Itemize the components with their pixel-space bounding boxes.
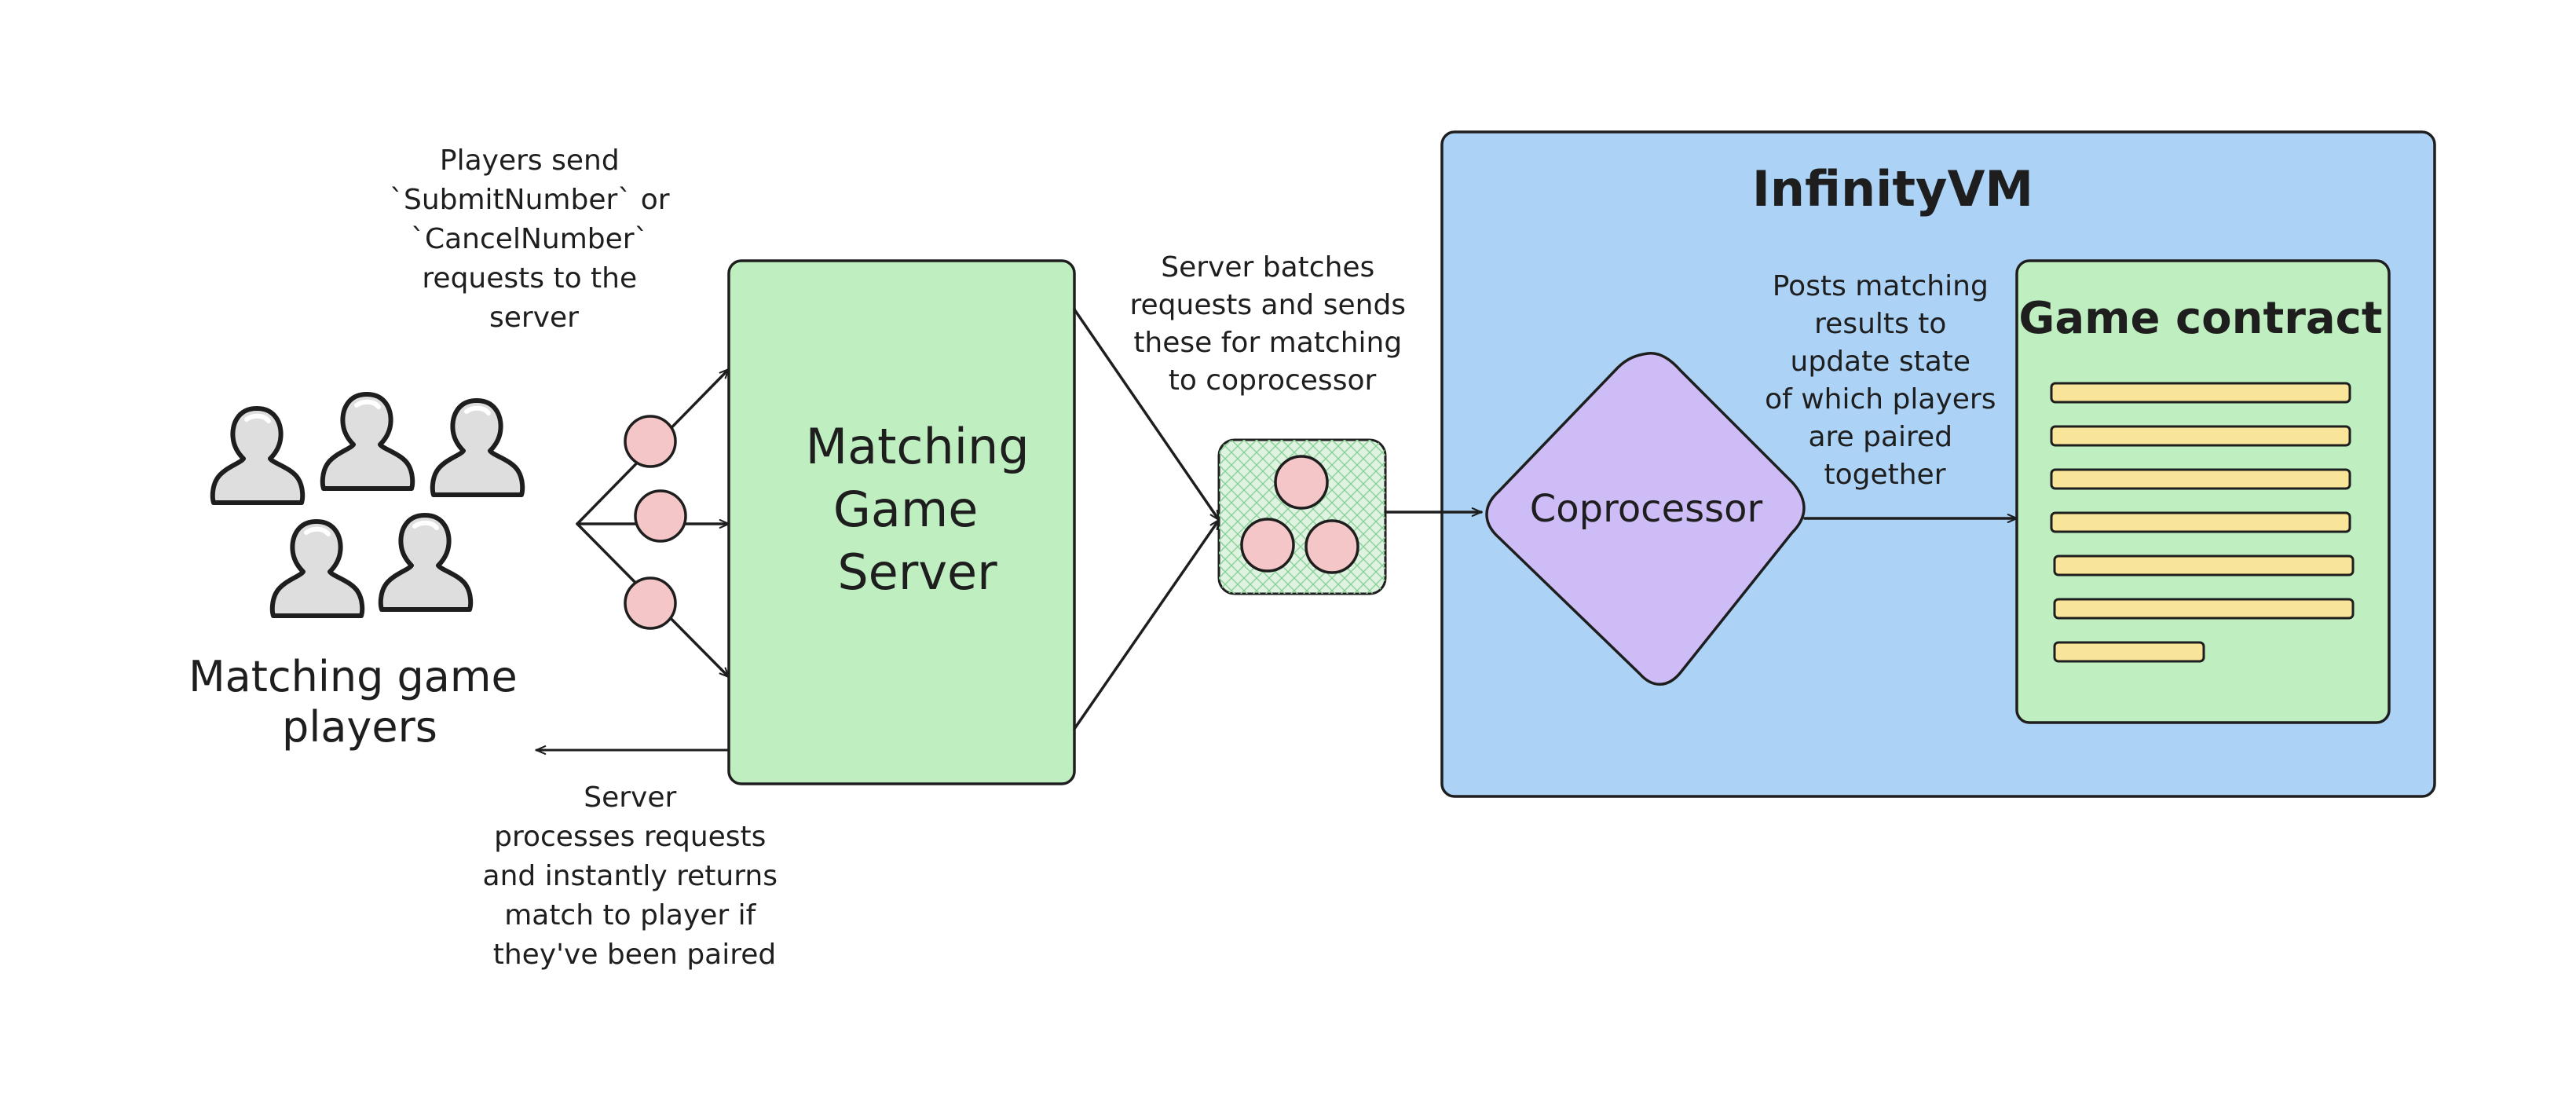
user-icon bbox=[381, 515, 470, 609]
request-dot bbox=[634, 489, 687, 543]
players-label: Matching game players bbox=[188, 652, 531, 752]
game-contract: Game contract bbox=[2015, 259, 2391, 724]
code-line bbox=[2053, 554, 2355, 576]
request-dots bbox=[624, 415, 687, 630]
request-batch bbox=[1217, 438, 1387, 595]
posts-note: Posts matching results to update state o… bbox=[1765, 270, 2005, 491]
request-dot bbox=[624, 576, 677, 630]
code-line bbox=[2050, 511, 2351, 533]
matching-game-server: Matching Game Server bbox=[727, 259, 1076, 785]
user-icon bbox=[273, 522, 362, 616]
code-line bbox=[2050, 425, 2351, 447]
request-dot bbox=[1240, 518, 1295, 573]
server-label: Matching Game Server bbox=[806, 418, 1045, 601]
vm-title: InfinityVM bbox=[1752, 160, 2033, 218]
code-line bbox=[2050, 382, 2351, 404]
return-note: Server processes requests and instantly … bbox=[483, 781, 787, 971]
coprocessor: Coprocessor bbox=[1485, 351, 1806, 686]
code-line bbox=[2053, 641, 2205, 663]
code-line bbox=[2050, 468, 2351, 490]
contract-code-lines bbox=[2050, 382, 2355, 663]
coprocessor-label: Coprocessor bbox=[1530, 487, 1763, 531]
batch-arrows bbox=[1073, 308, 1220, 730]
requests-note: Players send `SubmitNumber` or `CancelNu… bbox=[390, 145, 679, 334]
contract-title: Game contract bbox=[2018, 293, 2382, 344]
user-icon bbox=[323, 394, 412, 489]
request-dot bbox=[1274, 455, 1329, 510]
user-icon bbox=[213, 408, 302, 503]
batch-note: Server batches requests and sends these … bbox=[1130, 251, 1415, 397]
batch-arrow-bottom bbox=[1073, 518, 1220, 730]
request-dot bbox=[1304, 519, 1359, 574]
code-line bbox=[2053, 598, 2355, 620]
user-icon bbox=[433, 401, 522, 495]
request-dot bbox=[624, 415, 677, 468]
batch-arrow-top bbox=[1073, 308, 1220, 522]
players-group: Matching game players bbox=[188, 394, 531, 752]
